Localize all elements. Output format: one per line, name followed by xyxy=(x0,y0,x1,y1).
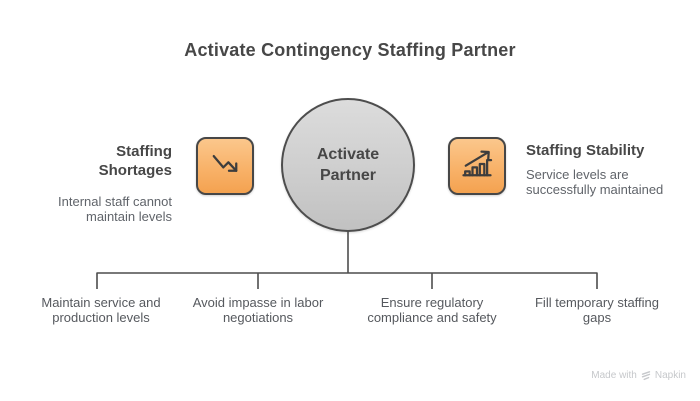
central-node-label: Activate Partner xyxy=(316,146,380,184)
right-heading: Staffing Stability xyxy=(526,142,645,159)
branch-label: Maintain service and production levels xyxy=(41,295,161,325)
staffing-shortages-card xyxy=(196,137,254,195)
trend-down-icon xyxy=(207,146,243,187)
branch-label: Ensure regulatory compliance and safety xyxy=(367,295,497,325)
right-description: Service levels are successfully maintain… xyxy=(526,167,664,197)
branch-label: Fill temporary staffing gaps xyxy=(534,295,660,325)
made-with-napkin-link[interactable]: Made with Napkin xyxy=(591,370,686,381)
made-with-text: Made with xyxy=(591,370,637,381)
branch-label: Avoid impasse in labor negotiations xyxy=(192,295,324,325)
napkin-logo-icon xyxy=(641,370,651,381)
left-description: Internal staff cannot maintain levels xyxy=(58,194,172,224)
napkin-brand-text: Napkin xyxy=(654,370,686,381)
left-heading: Staffing Shortages xyxy=(98,143,172,179)
page-title: Activate Contingency Staffing Partner xyxy=(184,40,516,60)
staffing-stability-card xyxy=(448,137,506,195)
bar-chart-rising-icon xyxy=(459,146,495,187)
central-node: Activate Partner xyxy=(281,98,415,232)
